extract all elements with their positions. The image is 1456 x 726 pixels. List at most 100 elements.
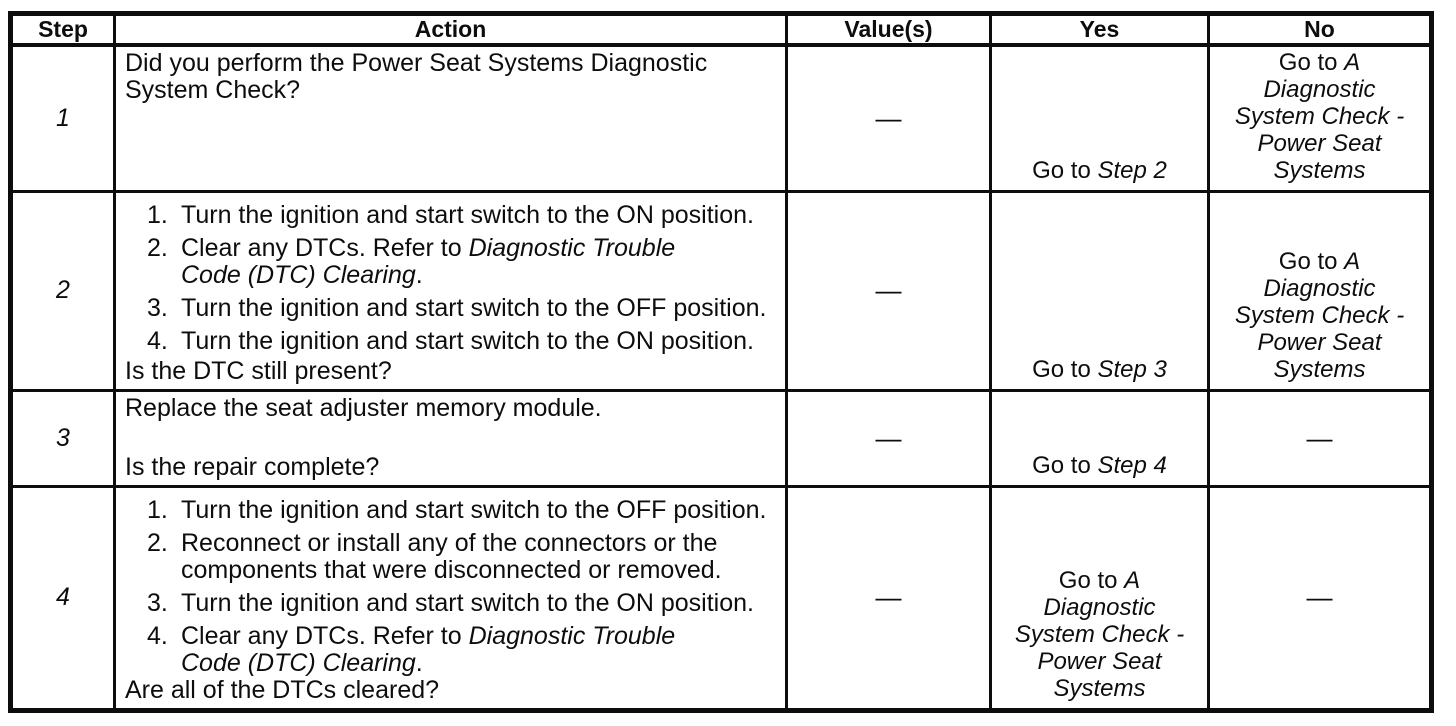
action-cell: Replace the seat adjuster memory module.… xyxy=(113,388,788,488)
dash-placeholder: — xyxy=(790,393,988,483)
header-cell-step: Step xyxy=(9,12,116,47)
action-content: Replace the seat adjuster memory module.… xyxy=(118,393,784,483)
text-segment: — xyxy=(875,102,902,133)
header-row: Step Action Value(s) Yes No xyxy=(9,12,1433,47)
no-cell: — xyxy=(1207,484,1433,712)
text-segment: Turn the ignition and start switch to th… xyxy=(181,326,754,355)
item-text: Turn the ignition and start switch to th… xyxy=(181,200,754,229)
italic-reference-text: Code (DTC) Clearing xyxy=(181,260,416,289)
action-question: Is the DTC still present? xyxy=(125,357,779,385)
action-step-item: 2.Clear any DTCs. Refer to Diagnostic Tr… xyxy=(125,234,779,289)
item-number: 1. xyxy=(147,200,168,229)
italic-reference-text: Step 3 xyxy=(1097,355,1167,383)
yes-cell: Go to Step 3 xyxy=(989,189,1210,392)
italic-reference-text: Diagnostic Trouble xyxy=(468,621,676,650)
goto-instruction: Go to Step 2 xyxy=(994,48,1206,188)
text-segment: . xyxy=(415,260,423,289)
action-step-item: 3. Turn the ignition and start switch to … xyxy=(125,293,779,322)
text-segment: Go to xyxy=(1032,355,1098,383)
item-number: 3. xyxy=(147,293,168,322)
action-cell: 1. Turn the ignition and start switch to … xyxy=(113,189,788,392)
text-segment: Clear any DTCs. Refer to xyxy=(181,621,469,650)
item-number: 4. xyxy=(147,326,168,355)
goto-instruction: Go to A Diagnostic System Check - Power … xyxy=(1212,48,1429,188)
no-cell: Go to A Diagnostic System Check - Power … xyxy=(1207,43,1433,193)
header-cell-yes: Yes xyxy=(989,12,1210,47)
italic-reference-text: A Diagnostic System Check - Power Seat S… xyxy=(1014,566,1185,702)
item-text: Turn the ignition and start switch to th… xyxy=(181,294,766,322)
step-cell: 4 xyxy=(9,484,116,712)
action-step-item: 2. Reconnect or install any of the connec… xyxy=(125,528,779,584)
step-number: 1 xyxy=(56,103,70,132)
text-segment: — xyxy=(875,422,902,453)
text-segment: — xyxy=(1306,422,1333,453)
em-dash: — xyxy=(876,584,902,611)
item-text: Clear any DTCs. Refer to Diagnostic Trou… xyxy=(181,234,675,289)
em-dash: — xyxy=(1306,422,1333,453)
text-segment: Go to xyxy=(1278,48,1345,76)
text-segment: Turn the ignition and start switch to th… xyxy=(181,588,754,617)
action-question: Are all of the DTCs cleared? xyxy=(125,676,779,704)
em-dash: — xyxy=(1307,584,1333,611)
item-number: 4. xyxy=(147,621,168,650)
goto-text: Go to A Diagnostic System Check - Power … xyxy=(1014,567,1186,702)
action-content: 1. Turn the ignition and start switch to … xyxy=(118,194,784,387)
no-cell: — xyxy=(1207,388,1433,488)
action-lead-text: Did you perform the Power Seat Systems D… xyxy=(125,50,779,104)
step-cell: 2 xyxy=(9,189,116,392)
text-segment: Go to xyxy=(1032,156,1098,184)
step-cell: 1 xyxy=(9,43,116,193)
text-segment: Replace the seat adjuster memory module. xyxy=(125,393,602,422)
dash-placeholder: — xyxy=(1212,393,1429,483)
text-segment: components that were disconnected or rem… xyxy=(181,555,722,584)
italic-reference-text: Step 4 xyxy=(1097,451,1167,479)
step-number: 3 xyxy=(56,423,70,452)
action-content: 1. Turn the ignition and start switch to … xyxy=(118,489,784,707)
table-row: 3 Replace the seat adjuster memory modul… xyxy=(9,388,1433,488)
text-segment: — xyxy=(875,582,902,612)
header-cell-values: Value(s) xyxy=(785,12,992,47)
goto-instruction: Go to Step 3 xyxy=(994,194,1206,387)
value-cell: — xyxy=(785,388,992,488)
text-segment: System Check? xyxy=(125,76,301,104)
table-row: 1 Did you perform the Power Seat Systems… xyxy=(9,43,1433,193)
goto-text: Go to Step 3 xyxy=(1032,356,1167,383)
table-row: 4 1. Turn the ignition and start switch t… xyxy=(9,484,1433,712)
text-segment: Go to xyxy=(1058,566,1125,594)
italic-reference-text: Code (DTC) Clearing xyxy=(181,648,416,677)
text-segment: Is the repair complete? xyxy=(125,452,380,481)
diagnostic-table: Step Action Value(s) Yes No 1 Did you pe… xyxy=(8,11,1434,713)
action-question: Is the repair complete? xyxy=(125,452,779,481)
dash-placeholder: — xyxy=(790,48,988,188)
step-number: 4 xyxy=(56,583,70,611)
dash-placeholder: — xyxy=(790,194,988,387)
item-number: 1. xyxy=(147,495,168,524)
italic-reference-text: Step 2 xyxy=(1097,156,1167,184)
italic-reference-text: A Diagnostic System Check - Power Seat S… xyxy=(1234,48,1405,184)
item-number: 2. xyxy=(147,528,168,557)
action-step-item: 3. Turn the ignition and start switch to … xyxy=(125,588,779,617)
action-content: Did you perform the Power Seat Systems D… xyxy=(118,48,784,188)
header-cell-no: No xyxy=(1207,12,1433,47)
yes-cell: Go to Step 2 xyxy=(989,43,1210,193)
value-cell: — xyxy=(785,43,992,193)
action-step-item: 1. Turn the ignition and start switch to … xyxy=(125,495,779,524)
no-cell: Go to A Diagnostic System Check - Power … xyxy=(1207,189,1433,392)
goto-text: Go to A Diagnostic System Check - Power … xyxy=(1234,248,1406,383)
goto-instruction: Go to A Diagnostic System Check - Power … xyxy=(994,489,1206,707)
action-step-item: 1. Turn the ignition and start switch to … xyxy=(125,200,779,229)
item-text: Clear any DTCs. Refer to Diagnostic Trou… xyxy=(181,621,676,677)
item-text: Turn the ignition and start switch to th… xyxy=(181,496,766,524)
goto-text: Go to Step 4 xyxy=(1032,452,1167,479)
text-segment: Turn the ignition and start switch to th… xyxy=(181,200,754,229)
em-dash: — xyxy=(876,277,902,304)
table-row: 2 1. Turn the ignition and start switch t… xyxy=(9,189,1433,392)
italic-reference-text: A Diagnostic System Check - Power Seat S… xyxy=(1234,247,1405,383)
dash-placeholder: — xyxy=(790,489,988,707)
value-cell: — xyxy=(785,484,992,712)
action-step-item: 4. Turn the ignition and start switch to … xyxy=(125,326,779,355)
item-number: 3. xyxy=(147,588,168,617)
text-segment: — xyxy=(875,275,902,305)
text-segment: Reconnect or install any of the connecto… xyxy=(181,528,718,557)
text-segment: Go to xyxy=(1278,247,1345,275)
